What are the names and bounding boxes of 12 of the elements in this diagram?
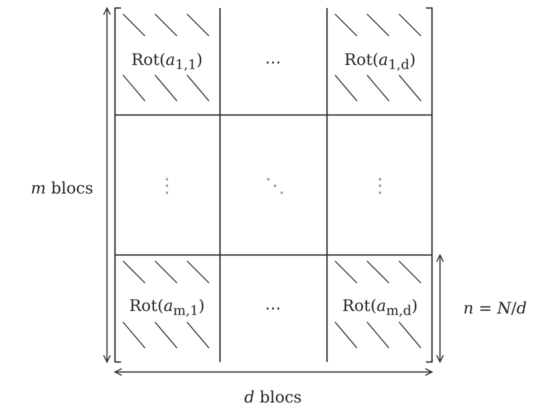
matrix-entry: Rot(a$_{m,1}$) [129,296,205,320]
dimension-label: n = N/d [463,298,527,318]
vertical-ellipsis: ⋮ [157,173,177,197]
ellipsis: ⋯ [265,298,281,318]
dimension-label: m blocs [30,178,94,198]
ellipsis: ⋯ [265,52,281,72]
diagonal-ellipsis: ⋱ [265,173,285,197]
dimension-label: d blocs [244,387,302,407]
matrix-entry: Rot(a$_{m,d}$) [342,296,418,320]
vertical-ellipsis: ⋮ [370,173,390,197]
matrix-entry: Rot(a$_{1,d}$) [344,50,416,74]
matrix-entry: Rot(a$_{1,1}$) [131,50,203,74]
